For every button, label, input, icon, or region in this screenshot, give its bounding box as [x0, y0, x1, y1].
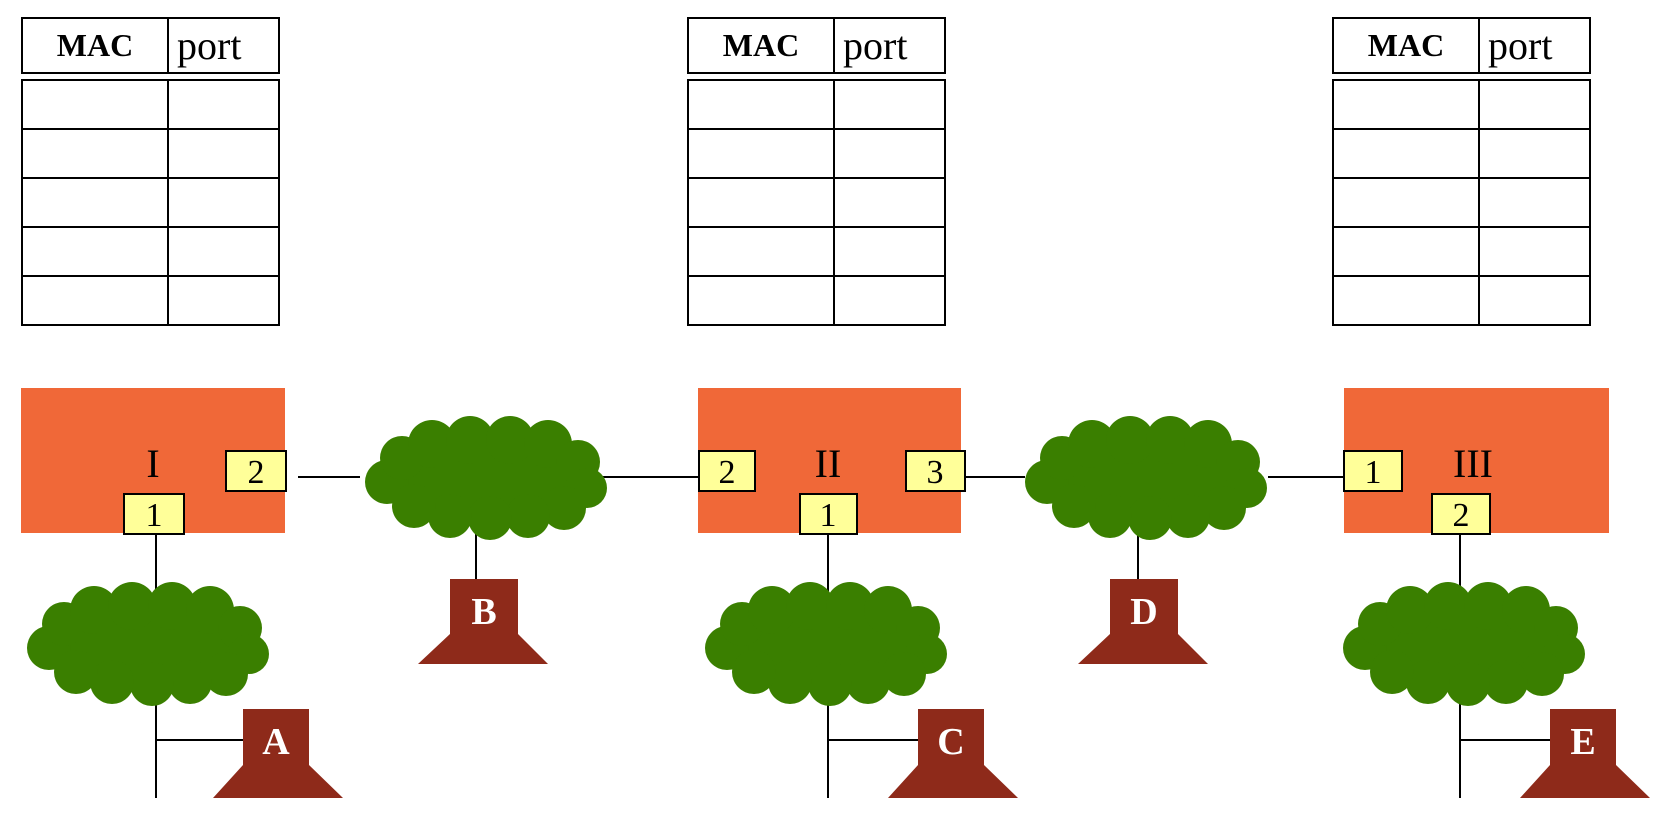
lan-cloud-a — [27, 582, 269, 706]
table-row — [21, 275, 280, 326]
port-cell — [833, 226, 946, 277]
table-row — [687, 275, 946, 326]
host-icon — [418, 579, 548, 664]
port-number: 2 — [1453, 497, 1470, 534]
port-cell — [1478, 79, 1591, 130]
port-cell — [833, 128, 946, 179]
mac-cell — [21, 79, 169, 130]
port-2-box: 2 — [225, 450, 287, 492]
mac-column-header: MAC — [687, 17, 835, 74]
host-c: C — [888, 709, 1018, 798]
mac-cell — [1332, 226, 1480, 277]
lan-cloud-e — [1343, 582, 1585, 706]
host-label: D — [1130, 591, 1157, 633]
host-label: B — [471, 591, 496, 633]
mac-cell — [687, 79, 835, 130]
host-b: B — [418, 579, 548, 664]
host-label: C — [937, 721, 964, 763]
port-number: 2 — [248, 454, 265, 491]
table-row — [1332, 128, 1591, 179]
mac-cell — [21, 128, 169, 179]
host-a: A — [213, 709, 343, 798]
mac-table-bridge-i: MAC port — [21, 17, 280, 326]
mac-cell — [21, 177, 169, 228]
port-number: 2 — [719, 454, 736, 491]
host-icon — [888, 709, 1018, 798]
port-cell — [833, 275, 946, 326]
mac-cell — [21, 226, 169, 277]
port-cell — [167, 177, 280, 228]
port-number: 1 — [146, 497, 163, 534]
mac-cell — [687, 177, 835, 228]
port-number: 1 — [1365, 454, 1382, 491]
bridge-iii: III 1 2 — [1343, 388, 1609, 535]
port-cell — [167, 275, 280, 326]
port-column-header: port — [167, 17, 280, 74]
port-cell — [1478, 128, 1591, 179]
port-cell — [1478, 275, 1591, 326]
port-1-box: 1 — [799, 493, 858, 535]
host-icon — [1078, 579, 1208, 664]
table-row — [687, 177, 946, 228]
port-3-box: 3 — [905, 450, 966, 492]
table-row — [21, 128, 280, 179]
mac-cell — [1332, 128, 1480, 179]
table-row — [687, 226, 946, 277]
mac-table-bridge-ii: MAC port — [687, 17, 946, 326]
port-1-box: 1 — [1343, 450, 1403, 492]
host-d: D — [1078, 579, 1208, 664]
port-number: 3 — [927, 454, 944, 491]
mac-cell — [21, 275, 169, 326]
table-row — [1332, 79, 1591, 130]
bridge-ii: II 2 3 1 — [698, 388, 966, 535]
bridge-name: II — [815, 441, 842, 486]
host-label: E — [1570, 721, 1595, 763]
port-cell — [1478, 177, 1591, 228]
mac-cell — [1332, 177, 1480, 228]
table-row — [687, 128, 946, 179]
bridge-name: III — [1453, 441, 1493, 486]
port-column-header: port — [1478, 17, 1591, 74]
table-row — [21, 177, 280, 228]
mac-cell — [1332, 79, 1480, 130]
host-icon — [1520, 709, 1650, 798]
port-2-box: 2 — [698, 450, 756, 492]
port-cell — [1478, 226, 1591, 277]
port-column-header: port — [833, 17, 946, 74]
lan-cloud-b — [365, 416, 607, 540]
port-cell — [833, 177, 946, 228]
port-cell — [167, 79, 280, 130]
host-e: E — [1520, 709, 1650, 798]
table-row — [21, 79, 280, 130]
port-cell — [833, 79, 946, 130]
mac-column-header: MAC — [21, 17, 169, 74]
mac-column-header: MAC — [1332, 17, 1480, 74]
lan-cloud-d — [1025, 416, 1267, 540]
host-label: A — [262, 721, 290, 763]
table-row — [1332, 226, 1591, 277]
port-cell — [167, 226, 280, 277]
mac-cell — [1332, 275, 1480, 326]
lan-cloud-c — [705, 582, 947, 706]
table-row — [1332, 177, 1591, 228]
table-row — [21, 226, 280, 277]
port-2-box: 2 — [1431, 493, 1491, 535]
port-cell — [167, 128, 280, 179]
mac-cell — [687, 128, 835, 179]
mac-cell — [687, 226, 835, 277]
table-row — [1332, 275, 1591, 326]
host-icon — [213, 709, 343, 798]
table-row — [687, 79, 946, 130]
bridge-name: I — [146, 441, 159, 486]
bridge-i: I 2 1 — [21, 388, 287, 535]
port-number: 1 — [820, 497, 837, 534]
port-1-box: 1 — [123, 493, 185, 535]
mac-table-bridge-iii: MAC port — [1332, 17, 1591, 326]
mac-cell — [687, 275, 835, 326]
